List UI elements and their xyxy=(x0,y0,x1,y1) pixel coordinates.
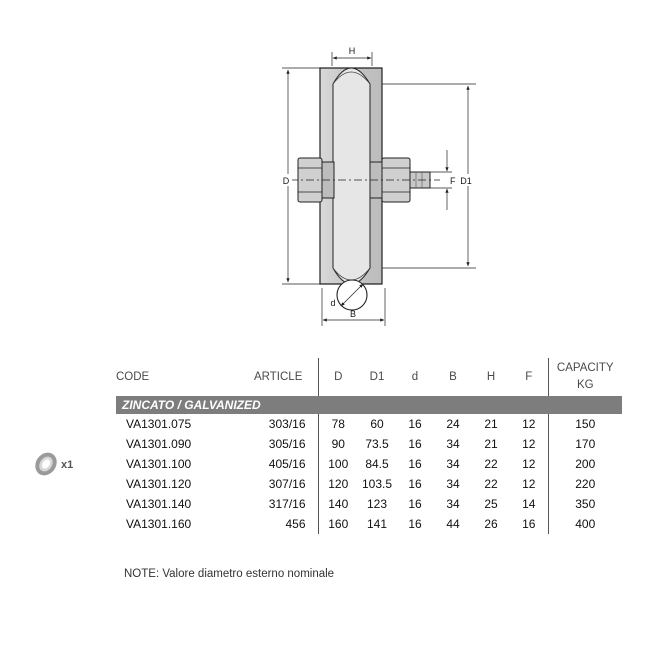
cell-capacity: 150 xyxy=(547,414,622,434)
cell-d1: 103.5 xyxy=(361,477,393,491)
cell-d1: 60 xyxy=(370,417,384,431)
cell-f: 12 xyxy=(522,457,536,471)
header-code: CODE xyxy=(116,371,150,383)
header-capacity-line2: KG xyxy=(576,379,594,391)
cell-capacity: 400 xyxy=(547,514,622,534)
cell-f: 16 xyxy=(522,517,536,531)
cell-d-small: 16 xyxy=(408,477,422,491)
label-d-small: d xyxy=(330,298,335,308)
dimension-h: H xyxy=(331,46,373,66)
dimension-d1: D1 xyxy=(382,83,477,269)
wheel-technical-drawing: H D D1 F d B xyxy=(280,46,477,326)
pack-quantity: x1 xyxy=(61,459,74,471)
label-d1: D1 xyxy=(460,176,472,186)
label-d-outer: D xyxy=(283,176,290,186)
cell-d1: 84.5 xyxy=(365,457,389,471)
cell-b: 34 xyxy=(446,477,460,491)
table-row: VA1301.100 405/16 100 84.5 16 34 22 12 200 xyxy=(116,454,622,474)
cell-h: 21 xyxy=(484,417,498,431)
table-row: VA1301.160 456 160 141 16 44 26 16 400 xyxy=(116,514,622,534)
label-h: H xyxy=(349,46,356,56)
cell-article: 317/16 xyxy=(268,497,306,511)
cell-d: 160 xyxy=(317,514,358,534)
header-d1: D1 xyxy=(369,371,385,383)
spec-table: CODE ARTICLE D D1 d B H F CAPACITY KG ZI… xyxy=(116,358,622,534)
dimension-d: D xyxy=(280,67,320,285)
cell-h: 25 xyxy=(484,497,498,511)
cell-d-small: 16 xyxy=(408,417,422,431)
dimension-f: F xyxy=(430,150,456,210)
cell-code: VA1301.100 xyxy=(126,457,192,471)
header-d-small: d xyxy=(411,371,419,383)
cell-code: VA1301.090 xyxy=(126,437,192,451)
cell-capacity: 200 xyxy=(547,454,622,474)
cell-d: 100 xyxy=(317,454,358,474)
cell-code: VA1301.140 xyxy=(126,497,192,511)
cell-b: 34 xyxy=(446,457,460,471)
header-f: F xyxy=(525,371,533,383)
label-b: B xyxy=(350,309,356,319)
cell-b: 44 xyxy=(446,517,460,531)
header-capacity: CAPACITY KG xyxy=(547,358,622,396)
cell-f: 12 xyxy=(522,417,536,431)
washer-icon xyxy=(35,452,57,476)
cell-b: 34 xyxy=(446,437,460,451)
cell-h: 22 xyxy=(484,457,498,471)
wheel-body xyxy=(319,67,383,285)
cell-d1: 73.5 xyxy=(365,437,389,451)
cell-d: 78 xyxy=(317,414,358,434)
cell-d1: 123 xyxy=(366,497,388,511)
table-row: VA1301.140 317/16 140 123 16 34 25 14 350 xyxy=(116,494,622,514)
cell-article: 307/16 xyxy=(268,477,306,491)
cell-h: 21 xyxy=(484,437,498,451)
cell-b: 34 xyxy=(446,497,460,511)
cell-capacity: 220 xyxy=(547,474,622,494)
cell-f: 12 xyxy=(522,477,536,491)
cell-article: 303/16 xyxy=(268,417,306,431)
cell-code: VA1301.075 xyxy=(126,417,192,431)
cell-article: 305/16 xyxy=(268,437,306,451)
group-row: ZINCATO / GALVANIZED xyxy=(116,396,622,414)
cell-f: 12 xyxy=(522,437,536,451)
cell-d1: 141 xyxy=(366,517,388,531)
cell-h: 22 xyxy=(484,477,498,491)
cell-d-small: 16 xyxy=(408,437,422,451)
footnote: NOTE: Valore diametro esterno nominale xyxy=(124,568,335,580)
cell-f: 14 xyxy=(522,497,536,511)
header-d: D xyxy=(317,358,358,396)
cell-d-small: 16 xyxy=(408,517,422,531)
header-article: ARTICLE xyxy=(254,371,303,383)
cell-article: 456 xyxy=(285,517,306,531)
cell-code: VA1301.160 xyxy=(126,517,192,531)
cell-b: 24 xyxy=(446,417,460,431)
cell-h: 26 xyxy=(484,517,498,531)
label-f: F xyxy=(450,176,456,186)
cell-capacity: 350 xyxy=(547,494,622,514)
dimension-groove: d B xyxy=(321,279,386,326)
table-header-row: CODE ARTICLE D D1 d B H F CAPACITY KG xyxy=(116,358,622,396)
cell-d: 120 xyxy=(317,474,358,494)
header-capacity-line1: CAPACITY xyxy=(556,362,614,374)
cell-d-small: 16 xyxy=(408,457,422,471)
cell-d: 90 xyxy=(317,434,358,454)
cell-d-small: 16 xyxy=(408,497,422,511)
cell-capacity: 170 xyxy=(547,434,622,454)
cell-d: 140 xyxy=(317,494,358,514)
header-b: B xyxy=(449,371,457,383)
table-row: VA1301.090 305/16 90 73.5 16 34 21 12 170 xyxy=(116,434,622,454)
cell-article: 405/16 xyxy=(268,457,306,471)
table-row: VA1301.075 303/16 78 60 16 24 21 12 150 xyxy=(116,414,622,434)
cell-code: VA1301.120 xyxy=(126,477,192,491)
header-h: H xyxy=(486,371,496,383)
group-label: ZINCATO / GALVANIZED xyxy=(116,396,622,414)
